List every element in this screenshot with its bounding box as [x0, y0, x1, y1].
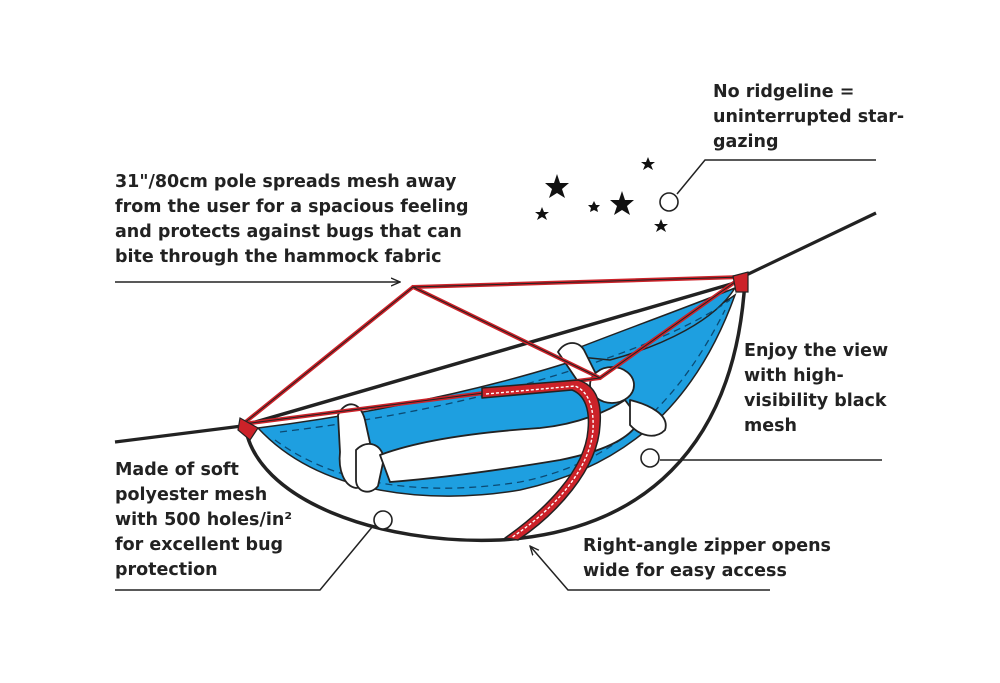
callout-text-line: Made of soft [115, 460, 239, 480]
star-icon [545, 174, 569, 198]
star-icon [535, 207, 549, 220]
star-icon [641, 157, 655, 170]
callout-text-line: protection [115, 560, 218, 580]
callout-text-line: wide for easy access [583, 561, 787, 581]
end-cap-left [237, 417, 259, 441]
callout-text-line: 31"/80cm pole spreads mesh away [115, 172, 457, 192]
suspension-strap-left [114, 423, 251, 444]
callout-markers [373, 192, 679, 530]
open-circle-marker [373, 510, 393, 530]
callout-text-line: visibility black [744, 391, 887, 411]
open-circle-marker [659, 192, 679, 212]
star-icon [654, 219, 668, 232]
mesh-stitching-upper [279, 299, 731, 433]
callout-text-line: Enjoy the view [744, 341, 889, 361]
callout-text-line: polyester mesh [115, 485, 268, 505]
pole-frame-outline [242, 276, 743, 425]
callout-text-line: mesh [744, 416, 797, 436]
callout-right-angle-zipper: Right-angle zipper opens wide for easy a… [583, 534, 831, 584]
callout-text-line: from the user for a spacious feeling [115, 197, 469, 217]
callout-pole-spreader: 31"/80cm pole spreads mesh away from the… [115, 170, 469, 270]
callout-text-line: Right-angle zipper opens [583, 536, 831, 556]
callout-text-line: bite through the hammock fabric [115, 247, 442, 267]
star-icon [610, 191, 634, 215]
star-icon-group [535, 157, 668, 232]
callout-text-line: and protects against bugs that can [115, 222, 462, 242]
ridgeline-leader [676, 159, 876, 195]
callout-black-mesh-view: Enjoy the view with high- visibility bla… [744, 339, 888, 439]
star-icon [588, 201, 600, 212]
callout-text-line: for excellent bug [115, 535, 284, 555]
callout-no-ridgeline: No ridgeline = uninterrupted star- gazin… [713, 80, 904, 155]
callout-polyester-mesh: Made of soft polyester mesh with 500 hol… [115, 458, 292, 583]
leader-lines [115, 159, 882, 591]
zipper-leader [530, 546, 770, 591]
callout-text-line: with high- [744, 366, 844, 386]
open-circle-marker [640, 448, 660, 468]
callout-text-line: with 500 holes/in² [115, 510, 292, 530]
callout-text-line: uninterrupted star- [713, 107, 905, 127]
end-cap-right [732, 271, 749, 293]
callout-text-line: No ridgeline = [713, 82, 855, 102]
mesh-leader [115, 525, 374, 591]
suspension-strap-right [739, 211, 877, 280]
zipper [481, 379, 602, 541]
callout-text-line: gazing [713, 132, 779, 152]
